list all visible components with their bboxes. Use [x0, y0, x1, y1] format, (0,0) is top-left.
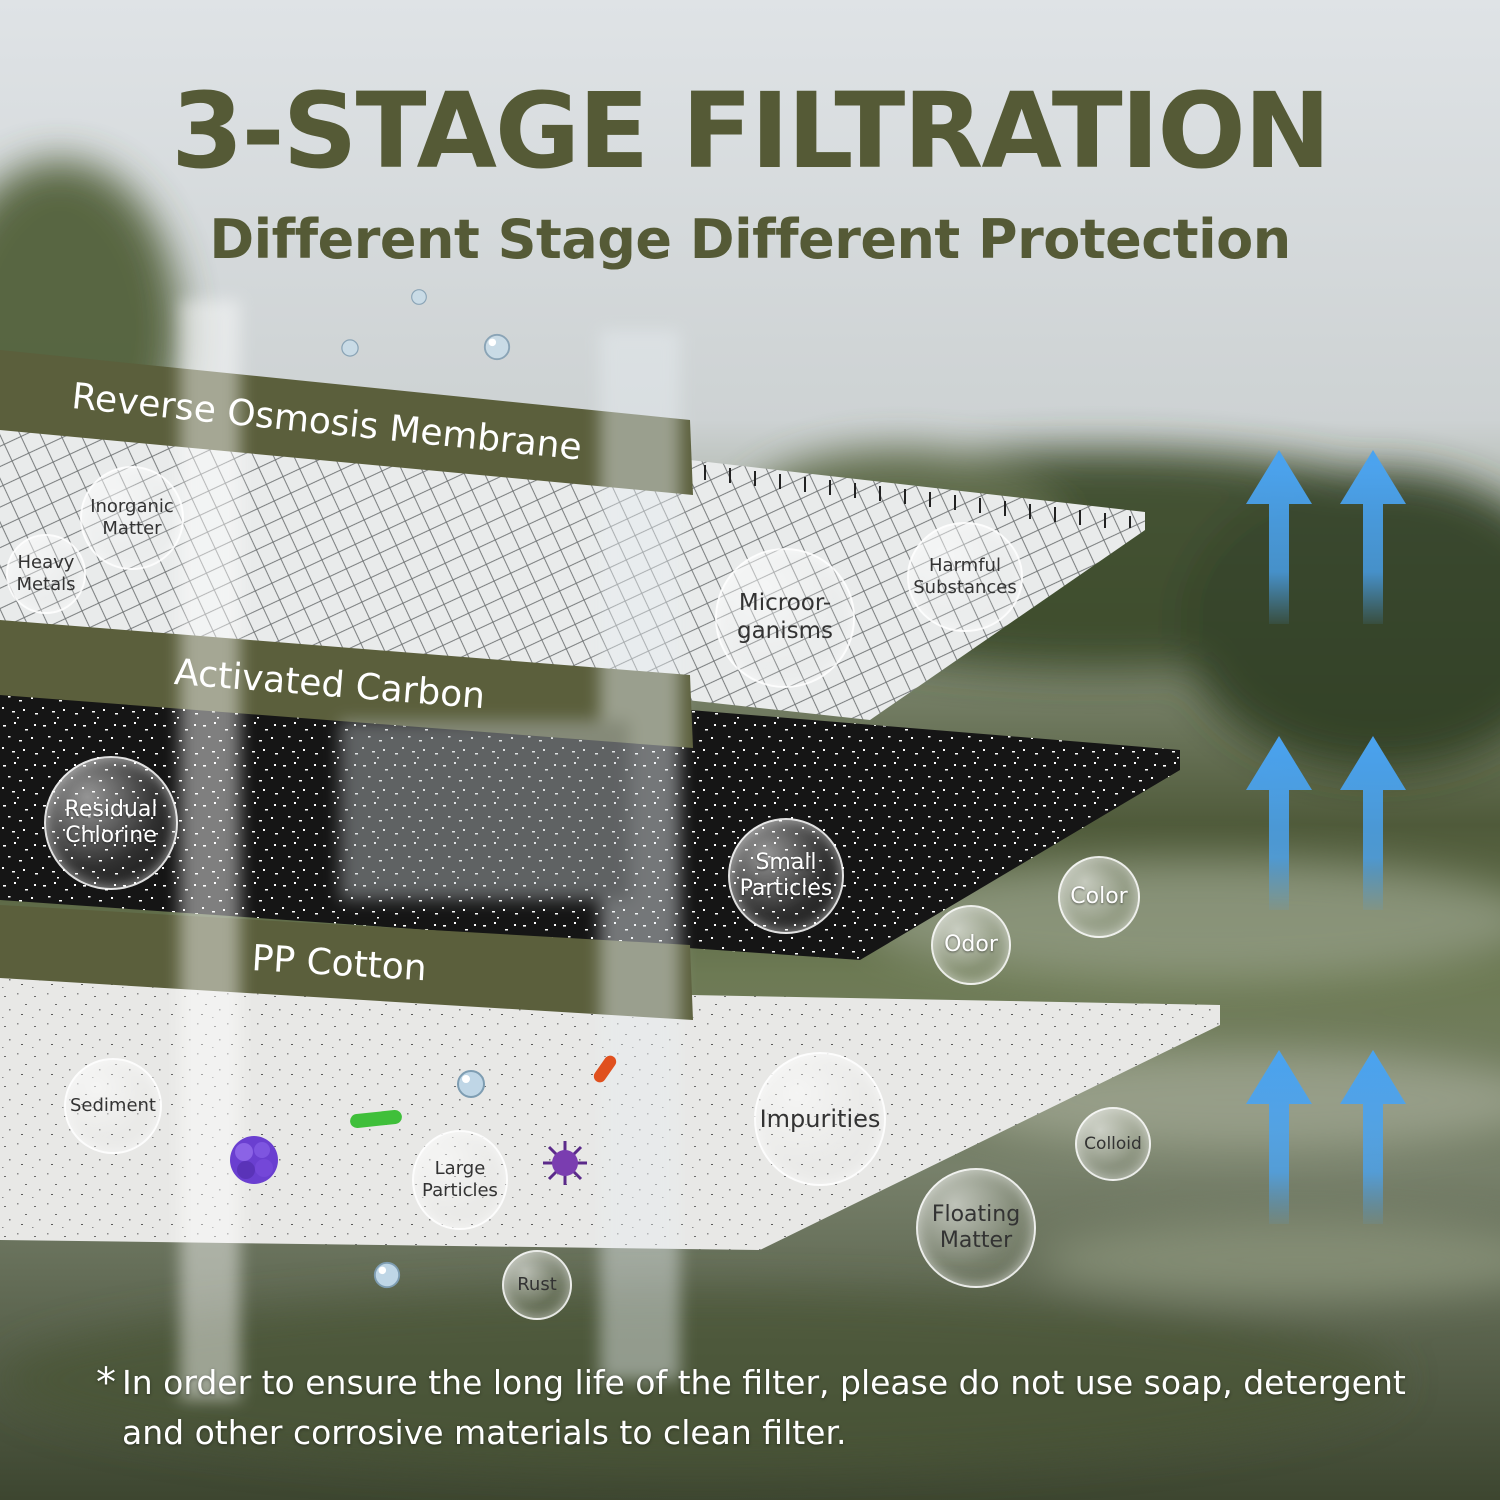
- bubble-sediment: Sediment: [64, 1058, 162, 1154]
- bubble-heavy-metals: Heavy Metals: [6, 534, 86, 614]
- label-band-carbon: [0, 620, 693, 748]
- bubble-large-particles: Large Particles: [412, 1130, 508, 1230]
- page-title: 3-STAGE FILTRATION: [171, 70, 1331, 192]
- red-bacteria-icon: [593, 1055, 617, 1083]
- water-droplet-icon: [373, 1261, 401, 1289]
- bacteria-icon: [230, 1136, 278, 1184]
- bubble-impurities: Impurities: [754, 1052, 886, 1186]
- footnote-text: In order to ensure the long life of the …: [122, 1363, 1406, 1452]
- page-subtitle: Different Stage Different Protection: [209, 208, 1291, 271]
- bubble-small-particles: Small Particles: [728, 818, 844, 934]
- water-flow-arrow-icon: [1246, 736, 1312, 910]
- bubble-odor: Odor: [931, 905, 1011, 985]
- water-droplet-icon: [457, 1070, 485, 1098]
- bubble-inorganic-matter: Inorganic Matter: [80, 466, 184, 570]
- water-flow-arrow-icon: [1246, 450, 1312, 624]
- bubble-rust: Rust: [502, 1250, 572, 1320]
- green-bacteria-icon: [350, 1110, 402, 1128]
- bubble-color: Color: [1058, 856, 1140, 938]
- footnote-marker: *: [96, 1360, 116, 1406]
- water-flow-arrow-icon: [1340, 1050, 1406, 1224]
- water-flow-arrow-icon: [1340, 736, 1406, 910]
- water-flow-arrow-icon: [1246, 1050, 1312, 1224]
- bubble-residual-chlorine: Residual Chlorine: [44, 756, 178, 890]
- bubble-harmful-substances: Harmful Substances: [907, 522, 1023, 632]
- water-droplet-icon: [483, 333, 511, 361]
- label-band-pp: [0, 905, 693, 1020]
- water-flow-arrow-icon: [1340, 450, 1406, 624]
- water-droplet-icon: [341, 339, 359, 357]
- bubble-colloid: Colloid: [1075, 1107, 1151, 1181]
- bubble-microorganisms: Microor- ganisms: [715, 548, 855, 688]
- water-droplet-icon: [411, 289, 427, 305]
- virus-icon: [543, 1141, 587, 1185]
- label-band-ro: [0, 350, 693, 495]
- footnote: * In order to ensure the long life of th…: [96, 1358, 1456, 1458]
- bubble-floating-matter: Floating Matter: [916, 1168, 1036, 1288]
